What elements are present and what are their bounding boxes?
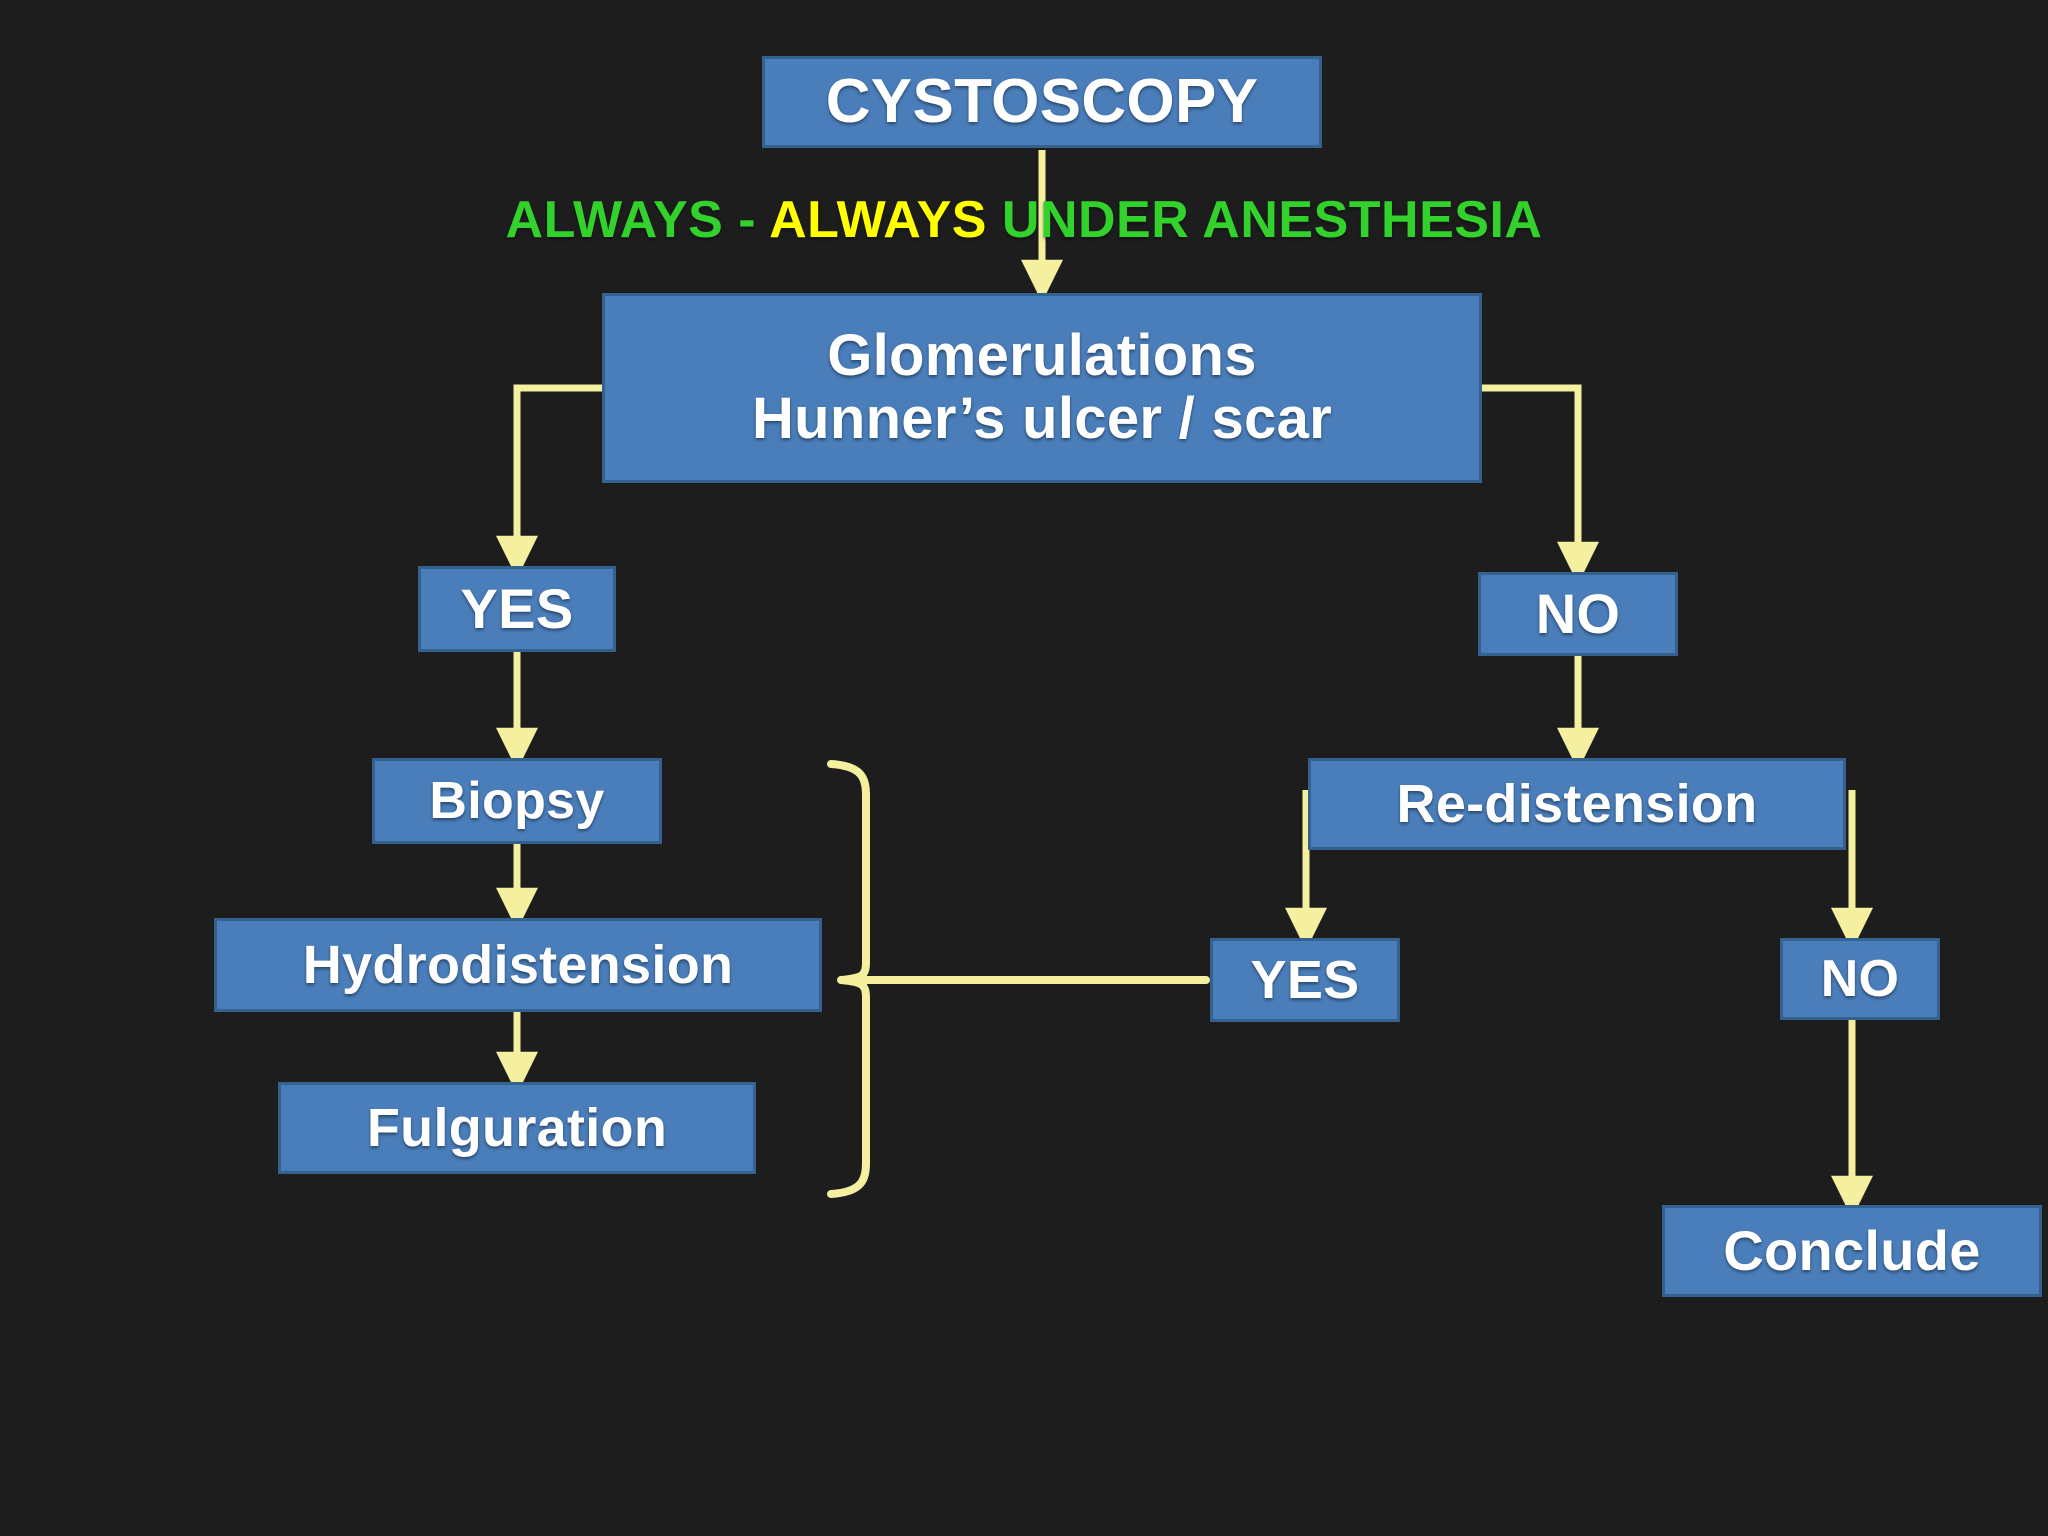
banner-part-1: ALWAYS -: [505, 191, 770, 249]
node-biopsy-label: Biopsy: [429, 771, 605, 830]
node-cystoscopy[interactable]: CYSTOSCOPY: [762, 56, 1322, 148]
banner-part-3: UNDER ANESTHESIA: [1001, 191, 1543, 249]
node-yes-right[interactable]: YES: [1210, 938, 1400, 1022]
node-no-right-label: NO: [1535, 581, 1621, 645]
node-hydrodistension[interactable]: Hydrodistension: [214, 918, 822, 1012]
node-hydrodistension-label: Hydrodistension: [302, 934, 734, 995]
anesthesia-banner: ALWAYS - ALWAYS UNDER ANESTHESIA: [0, 190, 2048, 250]
node-yes-left[interactable]: YES: [418, 566, 616, 652]
edge-decision-to-yes-left: [496, 384, 602, 579]
node-no-far-right-label: NO: [1820, 949, 1900, 1008]
node-yes-right-label: YES: [1250, 949, 1360, 1010]
node-decision-glomerulations[interactable]: Glomerulations Hunner’s ulcer / scar: [602, 293, 1482, 483]
node-conclude-label: Conclude: [1723, 1218, 1981, 1282]
edge-brace-group-to-yes-right: [827, 760, 870, 1198]
node-no-far-right[interactable]: NO: [1780, 938, 1940, 1020]
node-no-right[interactable]: NO: [1478, 572, 1678, 656]
node-conclude[interactable]: Conclude: [1662, 1205, 2042, 1297]
node-yes-left-label: YES: [460, 576, 574, 640]
node-decision-label-line2: Hunner’s ulcer / scar: [751, 386, 1333, 451]
banner-part-2: ALWAYS: [769, 191, 1002, 249]
node-biopsy[interactable]: Biopsy: [372, 758, 662, 844]
node-cystoscopy-label: CYSTOSCOPY: [825, 66, 1259, 136]
node-fulguration[interactable]: Fulguration: [278, 1082, 756, 1174]
node-fulguration-label: Fulguration: [366, 1097, 668, 1158]
edge-decision-to-no-right: [1482, 384, 1600, 585]
node-re-distension[interactable]: Re-distension: [1308, 758, 1846, 850]
node-re-distension-label: Re-distension: [1396, 773, 1758, 834]
node-decision-label-line1: Glomerulations: [827, 323, 1257, 389]
